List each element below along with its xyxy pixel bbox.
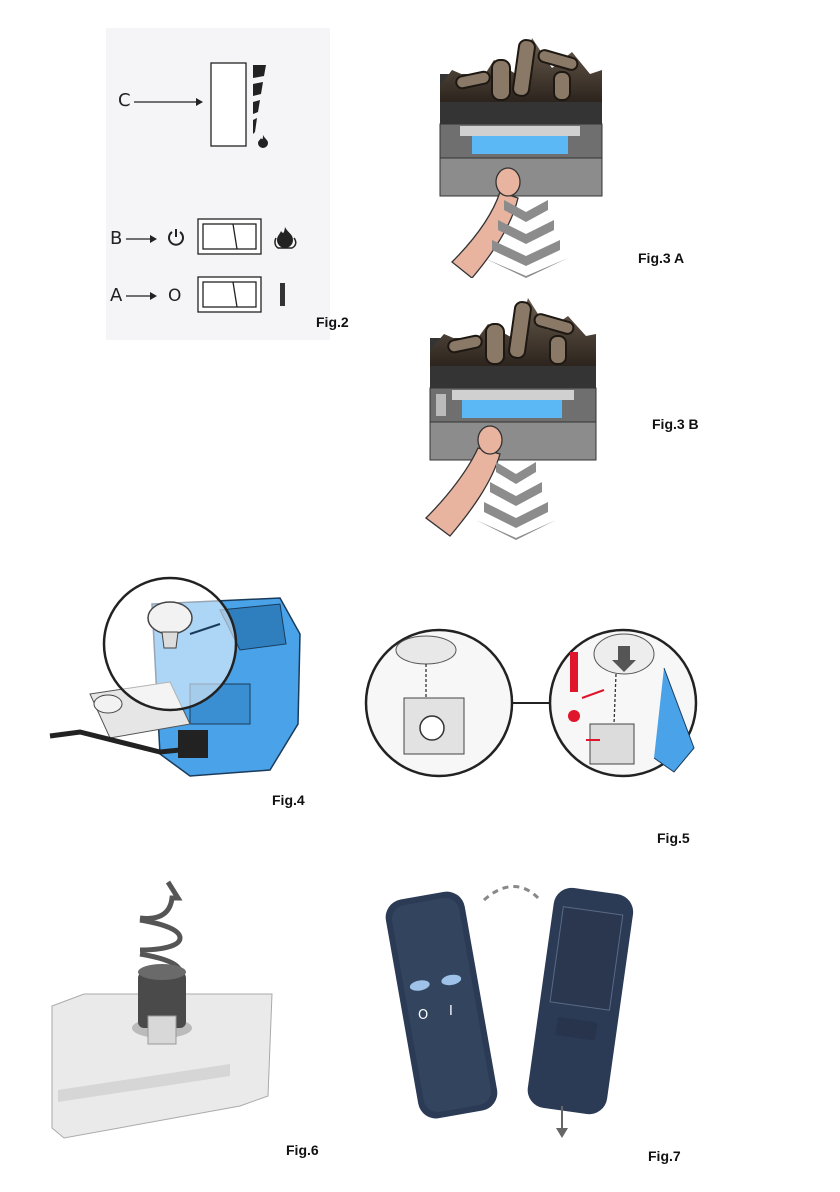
- fig4-label: Fig.4: [272, 792, 305, 808]
- fig2-arrow-b: [124, 231, 158, 247]
- fig2-label: Fig.2: [316, 314, 349, 330]
- fig2-switch-a[interactable]: [197, 276, 263, 314]
- fig2-letter-b: B: [110, 228, 122, 249]
- fig6-illustration: [44, 876, 280, 1146]
- fig5-label: Fig.5: [657, 830, 690, 846]
- fig7-remote-button-off[interactable]: O: [418, 1008, 428, 1023]
- fig2-flame-icon: [272, 226, 298, 250]
- fig7-remote-button-on[interactable]: I: [449, 1004, 453, 1019]
- fig2-switch-b[interactable]: [197, 218, 263, 256]
- fig6-label: Fig.6: [286, 1142, 319, 1158]
- fig3b-illustration: [416, 290, 610, 542]
- fig2-on-mark: [279, 282, 287, 308]
- fig2-arrow-a: [124, 288, 158, 304]
- fig2-letter-c: C: [118, 90, 131, 111]
- fig2-power-icon: [166, 227, 186, 247]
- fig2-flame-icon-small: [256, 134, 270, 148]
- fig3a-illustration: [422, 30, 612, 278]
- fig5-illustration: [364, 628, 698, 778]
- fig3a-label: Fig.3 A: [638, 250, 684, 266]
- fig2-arrow-c: [132, 94, 204, 110]
- fig4-illustration: [40, 574, 330, 790]
- fig2-level-display: [210, 62, 290, 150]
- fig3b-label: Fig.3 B: [652, 416, 699, 432]
- fig2-letter-a: A: [110, 285, 122, 306]
- fig2-off-label: O: [168, 286, 181, 306]
- fig7-label: Fig.7: [648, 1148, 681, 1164]
